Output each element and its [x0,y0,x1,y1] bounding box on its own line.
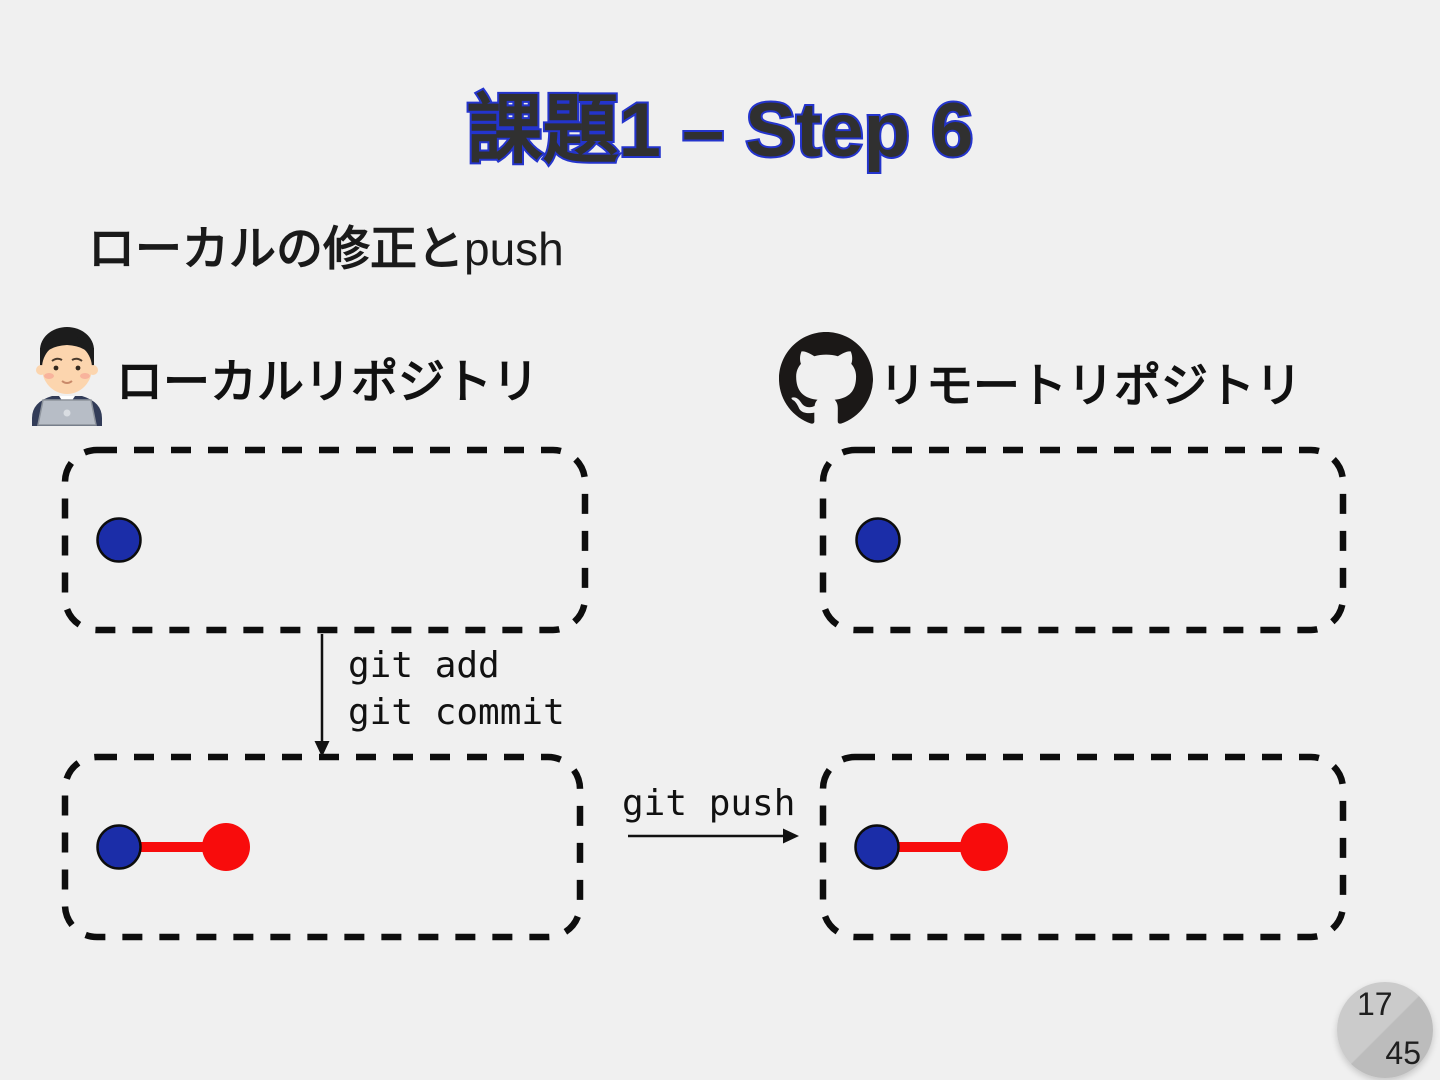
subtitle-latin: push [464,223,564,275]
local-repo-header: ローカルリポジトリ [28,324,539,431]
page-number-badge: 17 45 [1337,982,1433,1078]
remote-repo-label: リモートリポジトリ [879,359,1302,412]
commit-dot-local-before [96,517,142,563]
page-current: 17 [1357,986,1393,1022]
commit-dot-remote-old [854,824,900,870]
box-local-after [61,753,584,941]
remote-repo-header: リモートリポジトリ [779,332,1302,431]
github-icon [779,332,873,431]
title-area: 課題1 – Step 6 [465,86,976,175]
local-repo-label: ローカルリポジトリ [116,355,539,408]
git-commit-line: git commit [348,692,565,733]
commit-dot-local-new [202,823,250,871]
push-arrow-head [783,828,799,844]
page-total: 45 [1385,1035,1421,1071]
box-remote-before [819,446,1347,634]
box-local-before [61,446,589,634]
subtitle-japanese: ローカルの修正と [88,222,464,275]
subtitle: ローカルの修正とpush [88,210,564,279]
commit-dot-remote-before [855,517,901,563]
git-add-line: git add [348,645,500,686]
commit-dot-local-old [96,824,142,870]
slide-title: 課題1 – Step 6 [467,88,974,173]
commit-dot-remote-new [960,823,1008,871]
add-commit-command-label: git add git commit [348,642,565,736]
box-remote-after [819,753,1347,941]
add-commit-arrow-head [314,741,330,757]
person-at-laptop-icon [28,324,106,431]
push-command-label: git push [622,783,796,824]
